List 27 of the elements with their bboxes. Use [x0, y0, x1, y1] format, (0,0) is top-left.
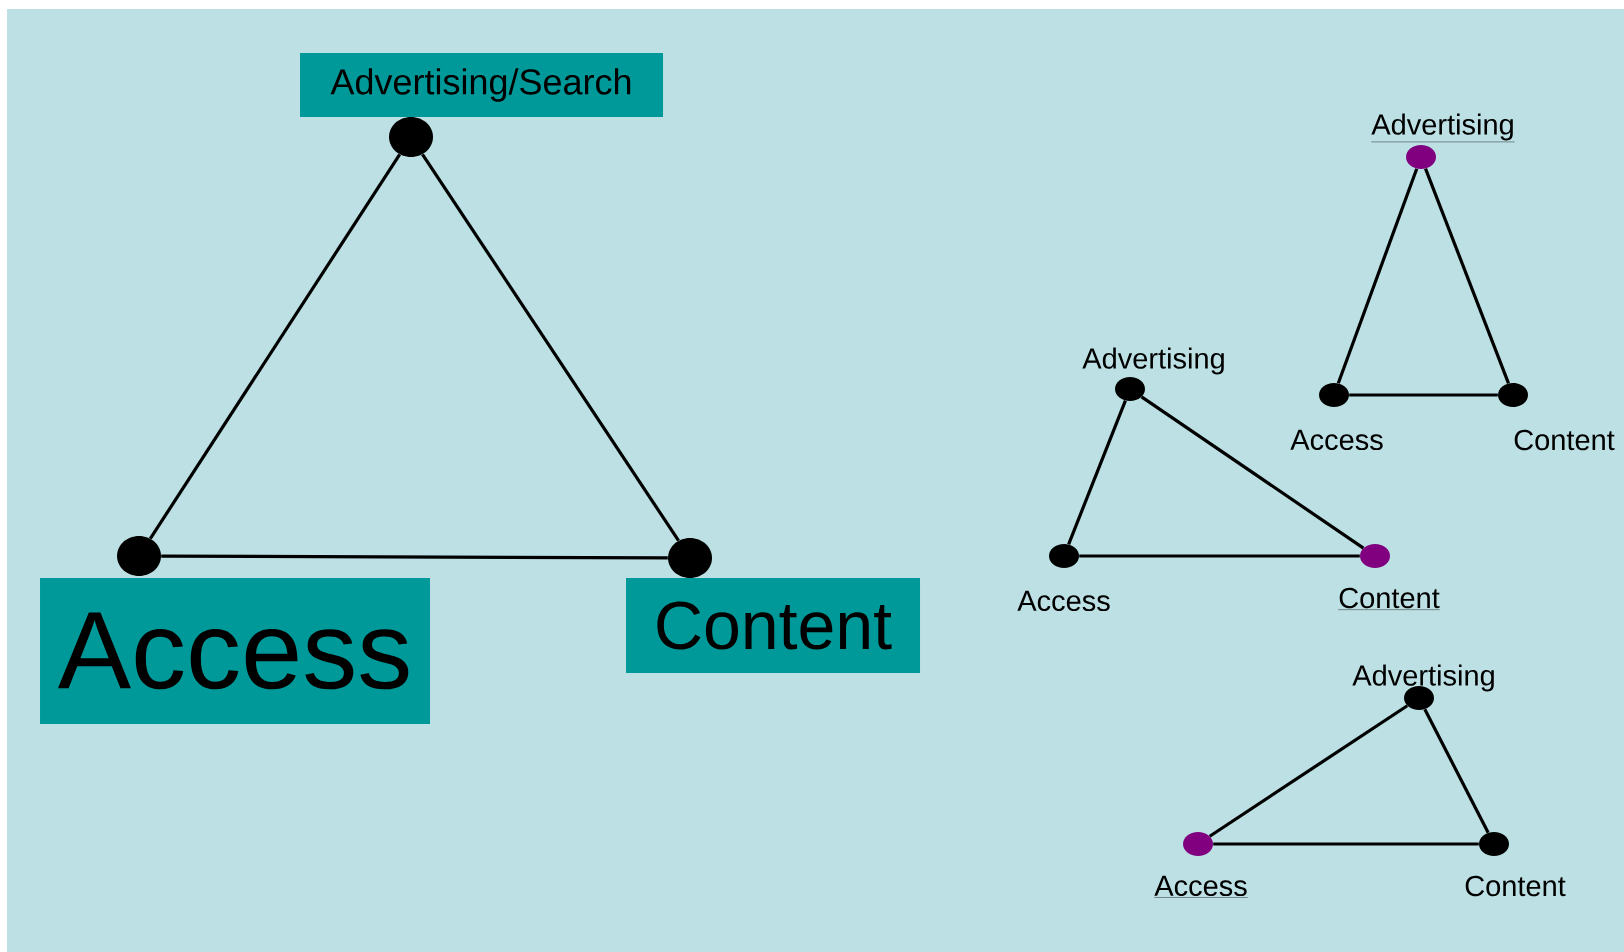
label-box: Content — [626, 578, 920, 673]
node-label: Content — [1514, 429, 1615, 451]
node-label: Access — [1290, 429, 1383, 451]
connector-line — [148, 153, 402, 540]
connector-line — [1067, 400, 1127, 545]
connector-line — [1336, 168, 1419, 384]
connector-line — [1079, 554, 1360, 558]
label-box: Advertising/Search — [300, 53, 663, 117]
connector-line — [161, 554, 668, 560]
connector-line — [1423, 708, 1490, 834]
node-label: Access — [1154, 875, 1248, 898]
node-label: Content — [1338, 587, 1440, 610]
node-label: Access — [1017, 590, 1110, 612]
label-box: Access — [40, 578, 430, 724]
node-label: Advertising — [1082, 347, 1224, 375]
connector-line — [1213, 842, 1479, 846]
connector-line — [1349, 393, 1498, 397]
node-label: Advertising — [1352, 664, 1494, 692]
connector-line — [1140, 395, 1365, 550]
dot — [117, 536, 161, 576]
connector-line — [421, 153, 680, 542]
node-label: Advertising — [1371, 113, 1515, 143]
connector-line — [1424, 168, 1510, 384]
dot — [389, 117, 433, 157]
node-label: Content — [1465, 875, 1566, 897]
connector-line — [1208, 704, 1409, 838]
dot — [668, 538, 712, 578]
